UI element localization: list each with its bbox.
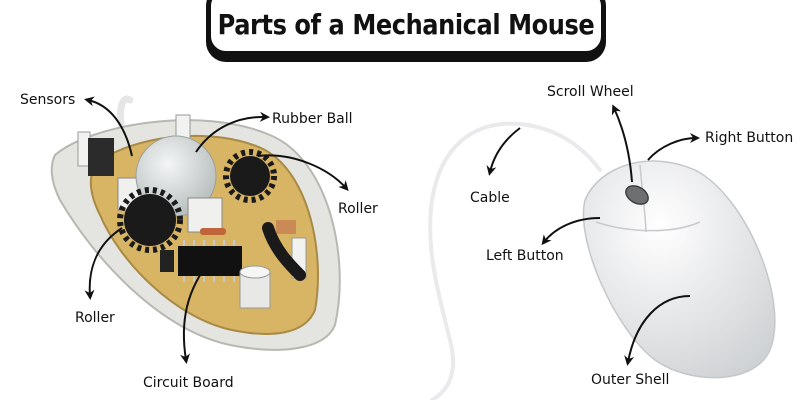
arrow-cable	[486, 127, 521, 176]
arrow-outer-shell	[624, 295, 691, 366]
label-cable: Cable	[470, 190, 510, 206]
label-circuit-board: Circuit Board	[143, 375, 234, 391]
label-scroll-wheel: Scroll Wheel	[547, 84, 634, 100]
arrow-roller-left	[84, 227, 123, 300]
label-right-button: Right Button	[705, 130, 793, 146]
arrow-rubber-ball	[195, 111, 270, 153]
label-left-button: Left Button	[486, 248, 564, 264]
label-sensors: Sensors	[20, 92, 75, 108]
label-roller-left: Roller	[75, 310, 115, 326]
title-banner: Parts of a Mechanical Mouse	[206, 0, 606, 56]
diagram-title: Parts of a Mechanical Mouse	[217, 8, 595, 41]
arrow-roller-right	[257, 154, 349, 191]
callout-arrows	[84, 96, 700, 366]
arrow-right-button	[647, 133, 700, 161]
label-outer-shell: Outer Shell	[591, 372, 669, 388]
arrow-scroll-wheel	[611, 104, 633, 183]
arrow-circuit-board	[180, 257, 213, 364]
label-rubber-ball: Rubber Ball	[272, 111, 353, 127]
label-roller-right: Roller	[338, 201, 378, 217]
assembled-mouse-image	[428, 121, 776, 400]
arrow-left-button	[541, 217, 601, 246]
opened-mouse-image	[50, 95, 341, 351]
arrow-sensors	[84, 96, 133, 157]
